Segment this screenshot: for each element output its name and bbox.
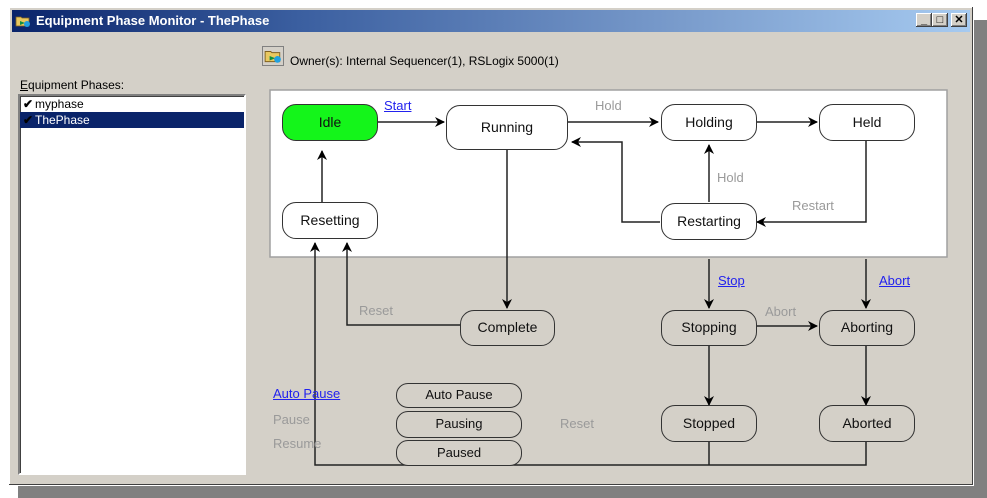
edge-restarting-running [571, 137, 660, 223]
start-command-link[interactable]: Start [384, 98, 412, 113]
reset-command-bottom: Reset [560, 416, 594, 431]
state-complete[interactable]: Complete [460, 310, 555, 346]
auto-pause-command-link[interactable]: Auto Pause [273, 386, 341, 401]
state-idle[interactable]: Idle [282, 104, 378, 141]
label-accelerator: E [20, 78, 29, 92]
equipment-phases-list[interactable]: ✔myphase ✔ThePhase [18, 94, 246, 475]
restart-command: Restart [792, 198, 834, 213]
abort-command-link[interactable]: Abort [879, 273, 911, 288]
resume-command: Resume [273, 436, 322, 451]
minimize-button[interactable]: _ [916, 13, 932, 27]
state-resetting[interactable]: Resetting [282, 202, 378, 239]
state-running[interactable]: Running [446, 105, 568, 150]
pause-command: Pause [273, 412, 310, 427]
check-icon: ✔ [23, 97, 34, 111]
state-held[interactable]: Held [819, 104, 915, 141]
list-item-label: ThePhase [35, 113, 90, 127]
maximize-button[interactable]: □ [932, 13, 948, 27]
close-button[interactable]: ✕ [951, 13, 967, 27]
title-bar[interactable]: Equipment Phase Monitor - ThePhase _ □ ✕ [12, 10, 970, 32]
state-stopped[interactable]: Stopped [661, 405, 757, 442]
check-icon: ✔ [23, 113, 34, 127]
state-aborted[interactable]: Aborted [819, 405, 915, 442]
state-auto-pause[interactable]: Auto Pause [396, 383, 522, 408]
state-holding[interactable]: Holding [661, 104, 757, 141]
owner-folder-icon [262, 46, 284, 66]
state-pausing[interactable]: Pausing [396, 411, 522, 438]
abort-command-mid: Abort [765, 304, 797, 319]
equipment-phases-label: Equipment Phases: [20, 78, 124, 92]
stop-command-link[interactable]: Stop [718, 273, 745, 288]
owners-text: Owner(s): Internal Sequencer(1), RSLogix… [290, 54, 559, 68]
hold-command-mid: Hold [717, 170, 744, 185]
label-text: quipment Phases: [28, 78, 125, 92]
hold-command-top: Hold [595, 98, 622, 113]
phase-folder-icon [15, 16, 30, 27]
state-aborting[interactable]: Aborting [819, 310, 915, 346]
edge-complete-resetting [342, 242, 461, 326]
edge-stopped-aborted-merge [549, 442, 867, 466]
state-stopping[interactable]: Stopping [661, 310, 757, 346]
list-item-thephase[interactable]: ✔ThePhase [20, 112, 244, 128]
state-paused[interactable]: Paused [396, 440, 522, 466]
state-restarting[interactable]: Restarting [661, 203, 757, 240]
edge-held-restarting [756, 140, 867, 227]
list-item-myphase[interactable]: ✔myphase [20, 96, 244, 112]
list-item-label: myphase [35, 97, 84, 111]
reset-command-complete: Reset [359, 303, 393, 318]
window-title: Equipment Phase Monitor - ThePhase [36, 13, 270, 28]
